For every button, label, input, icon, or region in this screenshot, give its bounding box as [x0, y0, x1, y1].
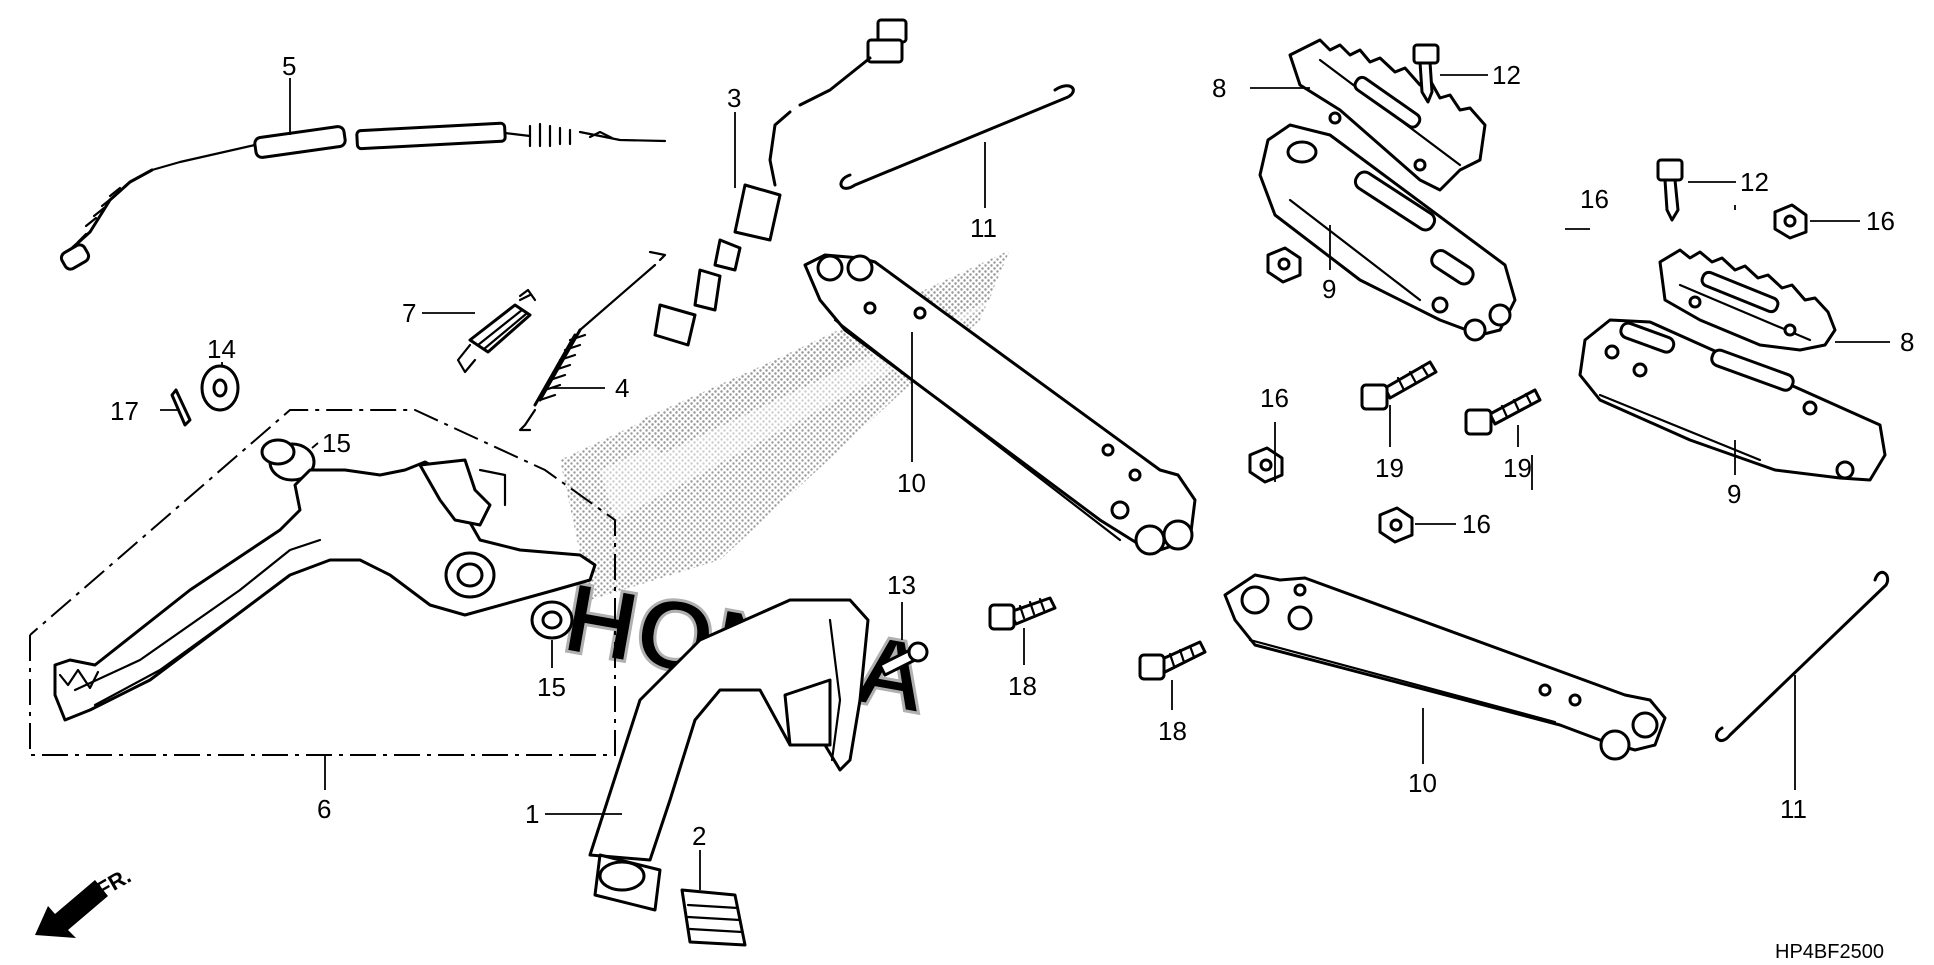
callout-7: 7 — [402, 298, 416, 328]
long-bolt-18b — [1138, 640, 1207, 681]
step-bar-upper — [803, 253, 1197, 556]
callout-16-c: 16 — [1260, 383, 1289, 413]
callout-5: 5 — [282, 51, 296, 81]
callout-6: 6 — [317, 794, 331, 824]
bushing-upper — [260, 438, 316, 482]
footpeg-lower — [1658, 248, 1837, 352]
callout-11-upper: 11 — [970, 213, 997, 243]
return-spring — [518, 250, 667, 432]
brake-switch — [653, 18, 908, 347]
pedal-assembly-outline — [29, 409, 616, 756]
hooked-rod-lower — [1715, 570, 1890, 742]
callout-18-a: 18 — [1008, 671, 1037, 701]
callout-12-lower: 12 — [1740, 167, 1769, 197]
step-bar-lower — [1223, 573, 1667, 761]
callout-4: 4 — [615, 373, 629, 403]
callout-8-lower: 8 — [1900, 327, 1914, 357]
callout-12-upper: 12 — [1492, 60, 1521, 90]
callout-16-a: 16 — [1580, 184, 1609, 214]
callout-16-d: 16 — [1462, 509, 1491, 539]
long-bolt-19a — [1360, 360, 1438, 411]
nut-d — [1378, 506, 1414, 544]
step-bracket-lower — [1578, 318, 1887, 482]
callout-16-b: 16 — [1866, 206, 1895, 236]
hooked-rod-upper — [839, 84, 1075, 190]
small-bolt — [878, 641, 929, 677]
brake-pedal — [588, 598, 870, 912]
brake-pedal-arm — [53, 458, 597, 722]
callout-11-lower: 11 — [1780, 794, 1807, 824]
callout-9-lower: 9 — [1727, 479, 1741, 509]
callout-1: 1 — [525, 799, 539, 829]
diagram-code: HP4BF2500 — [1775, 941, 1884, 963]
bolt-upper — [1412, 43, 1440, 104]
footpeg-upper — [1288, 38, 1487, 192]
callout-19-a: 19 — [1375, 453, 1404, 483]
callout-17: 17 — [110, 396, 139, 426]
callout-10-lower: 10 — [1408, 768, 1437, 798]
callout-18-b: 18 — [1158, 716, 1187, 746]
long-bolt-18a — [988, 596, 1057, 631]
pedal-rubber — [680, 888, 747, 947]
callout-15-lower: 15 — [537, 672, 566, 702]
cotter-pin — [170, 388, 192, 427]
nut-c — [1248, 446, 1284, 484]
callout-8-upper: 8 — [1212, 73, 1226, 103]
callout-3: 3 — [727, 83, 741, 113]
leader-lines — [160, 74, 1890, 890]
spring — [456, 288, 537, 374]
callout-9-upper: 9 — [1322, 274, 1336, 304]
front-direction-marker: FR. — [35, 863, 135, 938]
brake-cable — [59, 121, 667, 271]
callout-19-b: 19 — [1503, 453, 1532, 483]
washer — [200, 364, 240, 412]
callout-2: 2 — [692, 821, 706, 851]
callout-15-upper: 15 — [322, 428, 351, 458]
bushing-lower — [530, 600, 574, 640]
front-arrow-icon — [35, 880, 108, 938]
nut-b — [1773, 203, 1808, 240]
nut-a — [1266, 246, 1302, 284]
step-bracket-upper — [1258, 123, 1517, 342]
callout-13: 13 — [887, 570, 916, 600]
callout-10-upper: 10 — [897, 468, 926, 498]
callout-labels: 5 3 4 7 8 8 9 9 10 10 11 11 12 12 13 14 … — [110, 51, 1914, 851]
long-bolt-19b — [1464, 388, 1542, 436]
bolt-lower — [1656, 158, 1684, 222]
callout-14: 14 — [207, 334, 236, 364]
